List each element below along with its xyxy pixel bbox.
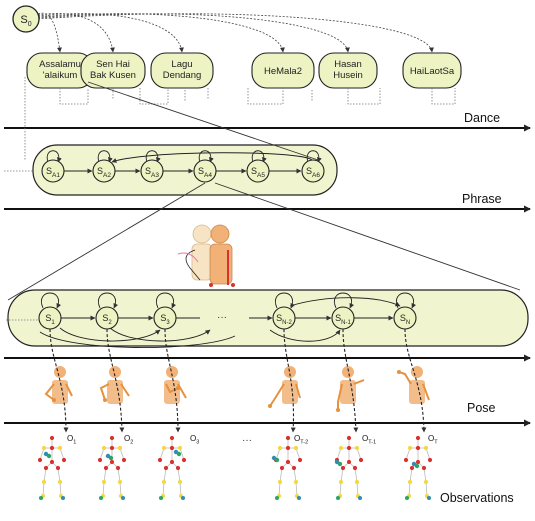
zoom-line-right [214,182,521,291]
root-link [37,12,62,53]
svg-text:SA4: SA4 [198,166,212,179]
poses [44,366,430,412]
phrase-band [32,144,338,196]
observation-label: OT-2 [294,434,308,446]
root-link [37,13,115,53]
observation-label: OT-1 [362,434,376,446]
phrase-back-link [111,152,313,163]
root-link [37,13,434,53]
skeleton-figure [97,435,127,500]
phrase-state-node: SA2 [92,150,116,183]
pose-figure [336,366,365,412]
pose-level-label: Pose [467,401,496,415]
phrase-state-node: SA3 [140,150,164,183]
svg-text:SA2: SA2 [97,166,111,179]
gesture-skip-arcs [39,297,401,348]
phrase-state-node: SA1 [41,150,65,183]
svg-text:SA3: SA3 [145,166,159,179]
gesture-nodes: S1 S2 S3 SN-2 SN-1 SN [38,292,417,330]
svg-text:SA6: SA6 [306,166,320,179]
svg-text:S3: S3 [160,313,170,326]
dance-node: HeMala2 [251,52,315,89]
skeleton-figure [157,435,187,500]
pose-figure [44,366,73,404]
root-link [37,13,285,53]
root-to-dance-links [37,12,434,53]
dance-label: HaiLaotSa [410,66,455,77]
observation-ellipsis: ··· [242,435,252,446]
skeleton-figure [403,435,433,500]
svg-text:SA1: SA1 [46,166,60,179]
gesture-state-node: SN [393,292,417,330]
observations-level-label: Observations [440,491,514,505]
phrase-nodes: SA1 SA2 SA3 SA4 SA5 SA6 [41,150,325,183]
pose-figure [164,366,187,404]
gesture-illustration [177,224,235,287]
pose-figure [99,366,130,404]
gesture-state-node: SN-2 [272,292,296,330]
root-link [37,13,350,53]
observation-skeletons: O1 O2 O3 OT-2 OT-1 OT [37,434,438,500]
svg-text:SN: SN [400,313,410,326]
gesture-state-node: SN-1 [331,292,355,330]
dance-level-label: Dance [464,111,500,125]
skeleton-figure [37,435,67,500]
svg-text:S2: S2 [102,313,112,326]
gesture-state-node: S2 [95,292,119,330]
observation-label: OT [428,434,438,446]
gesture-ellipsis: ··· [217,312,227,323]
skeleton-figure [334,435,364,500]
dance-label: Assalamu'alaikum [39,59,81,81]
root-link [37,13,184,53]
phrase-state-node: SA5 [246,150,270,183]
observation-label: O1 [67,434,76,446]
dance-end-links [24,77,456,160]
zoom-line-left [7,182,206,301]
dance-node: HaiLaotSa [402,52,462,89]
phrase-state-node: SA6 [301,150,325,183]
dance-zoom-line [87,81,319,161]
dance-label: HeMala2 [264,66,302,77]
pose-figure [397,366,430,404]
gesture-state-node: S1 [38,292,62,330]
observation-label: O3 [190,434,199,446]
observation-label: O2 [124,434,133,446]
phrase-level-label: Phrase [462,192,502,206]
svg-text:SN-1: SN-1 [335,313,351,326]
svg-text:SA5: SA5 [251,166,265,179]
root-state-node: S0 [12,5,40,33]
svg-text:SN-2: SN-2 [276,313,292,326]
skeleton-figure [271,435,303,500]
svg-text:S1: S1 [45,313,55,326]
pose-figure [268,366,301,408]
svg-text:S0: S0 [20,14,31,28]
